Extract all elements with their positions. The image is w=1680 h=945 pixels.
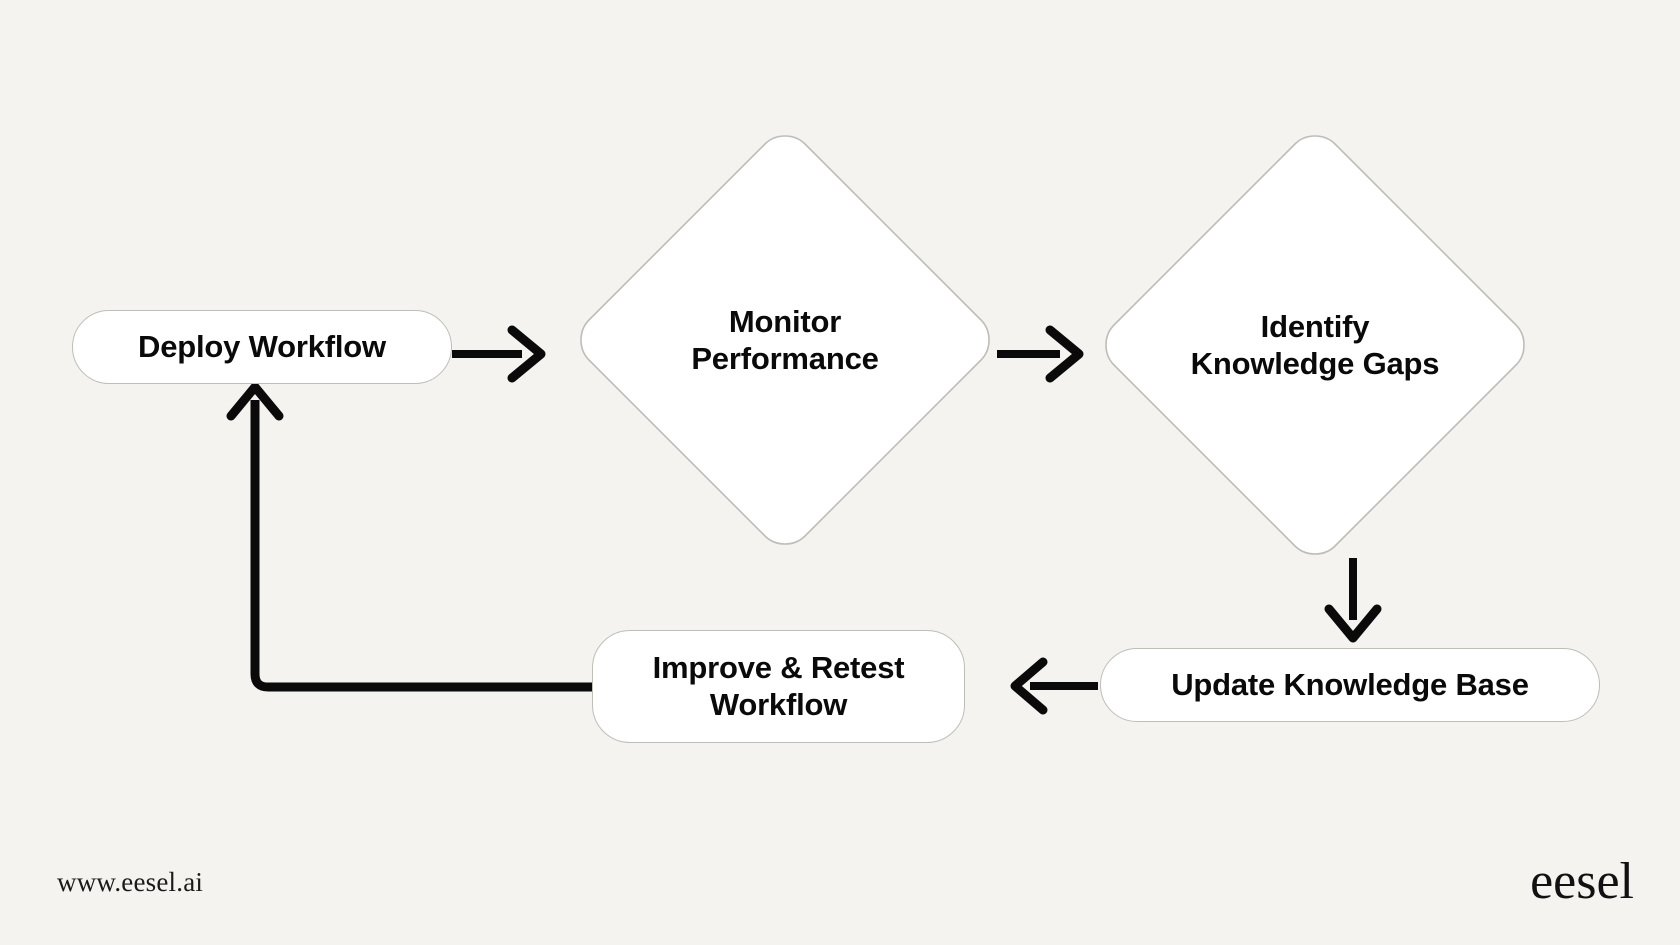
node-improve-retest-workflow[interactable]: Improve & Retest Workflow xyxy=(592,630,965,743)
node-monitor-performance[interactable]: Monitor Performance xyxy=(575,130,995,550)
node-deploy-workflow[interactable]: Deploy Workflow xyxy=(72,310,452,384)
edge-monitor-to-identify xyxy=(997,325,1084,383)
edge-update-to-improve xyxy=(1010,657,1098,715)
edge-improve-to-deploy xyxy=(226,382,592,692)
edge-deploy-to-monitor xyxy=(452,325,546,383)
node-monitor-performance-label: Monitor Performance xyxy=(691,303,879,376)
eesel-logo: eesel xyxy=(1530,853,1634,910)
node-improve-retest-workflow-label: Improve & Retest Workflow xyxy=(652,649,905,722)
edge-identify-to-update xyxy=(1324,558,1382,643)
node-update-knowledge-base[interactable]: Update Knowledge Base xyxy=(1100,648,1600,722)
footer-website-url: www.eesel.ai xyxy=(57,867,204,897)
node-identify-knowledge-gaps-label: Identify Knowledge Gaps xyxy=(1190,308,1440,381)
diamond-shape-identify xyxy=(1105,135,1525,555)
node-identify-knowledge-gaps[interactable]: Identify Knowledge Gaps xyxy=(1100,130,1530,560)
node-deploy-workflow-label: Deploy Workflow xyxy=(138,328,386,364)
diamond-shape-monitor xyxy=(580,135,990,545)
node-update-knowledge-base-label: Update Knowledge Base xyxy=(1171,666,1529,702)
